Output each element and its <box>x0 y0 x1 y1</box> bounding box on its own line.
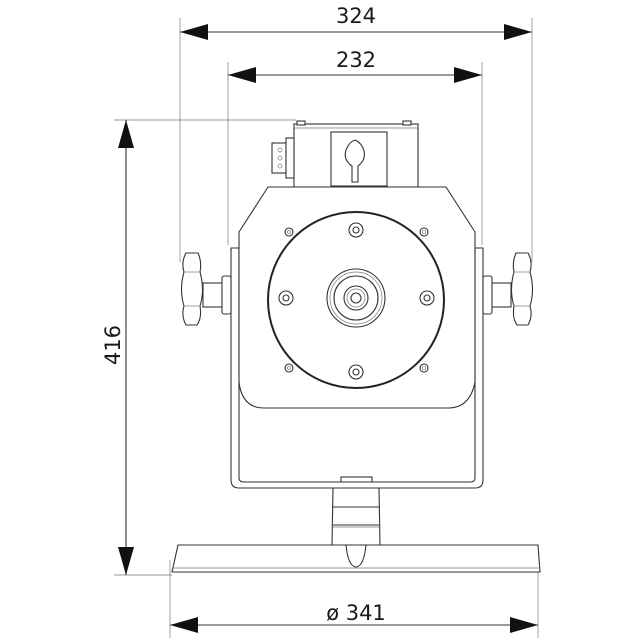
dimension-341: ø 341 <box>170 601 538 633</box>
left-knob <box>180 252 232 326</box>
base-plate <box>171 544 541 573</box>
front-plate <box>267 211 445 389</box>
center-hub <box>326 268 386 328</box>
extension-lines <box>114 18 539 638</box>
dimension-label-341: ø 341 <box>326 601 386 625</box>
dimension-label-232: 232 <box>336 48 376 72</box>
dimension-416: 416 <box>101 120 134 575</box>
head-body <box>238 186 476 409</box>
dimension-label-416: 416 <box>101 325 125 365</box>
dimension-label-324: 324 <box>336 4 376 28</box>
switch-window <box>330 131 388 187</box>
control-box <box>271 120 419 188</box>
dimension-324: 324 <box>180 4 532 40</box>
dimension-232: 232 <box>228 48 482 83</box>
rotary-switch-icon <box>344 139 365 183</box>
connector-port <box>271 137 295 179</box>
right-knob <box>482 252 534 326</box>
mounting-screws <box>278 222 435 380</box>
